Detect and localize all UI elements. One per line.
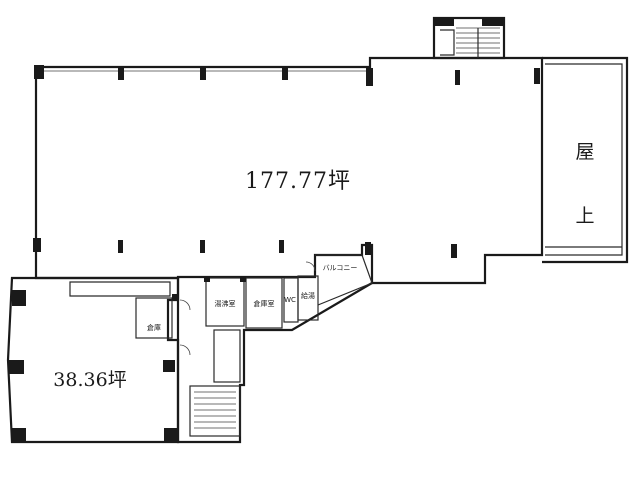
svg-text:倉庫: 倉庫 [147, 323, 161, 332]
top-stair-core [432, 16, 506, 60]
main-office-columns [33, 65, 540, 258]
small-room-left: 倉庫 [135, 297, 173, 339]
svg-text:バルコニー: バルコニー [323, 264, 358, 272]
main-area-label: 177.77坪 [245, 169, 351, 194]
rooftop-area: 屋 上 [542, 56, 629, 264]
sub-area-label: 38.36坪 [53, 369, 126, 391]
central-core: 湯沸室 倉庫室 WC 給湯 バルコニー [172, 254, 373, 444]
rooftop-label-2: 上 [575, 205, 594, 227]
svg-text:給湯: 給湯 [301, 291, 315, 300]
sub-office-outline [6, 276, 180, 444]
rooftop-label-1: 屋 [575, 141, 594, 163]
svg-text:湯沸室: 湯沸室 [215, 299, 236, 308]
svg-text:倉庫室: 倉庫室 [254, 299, 275, 308]
svg-text:WC: WC [284, 296, 296, 304]
